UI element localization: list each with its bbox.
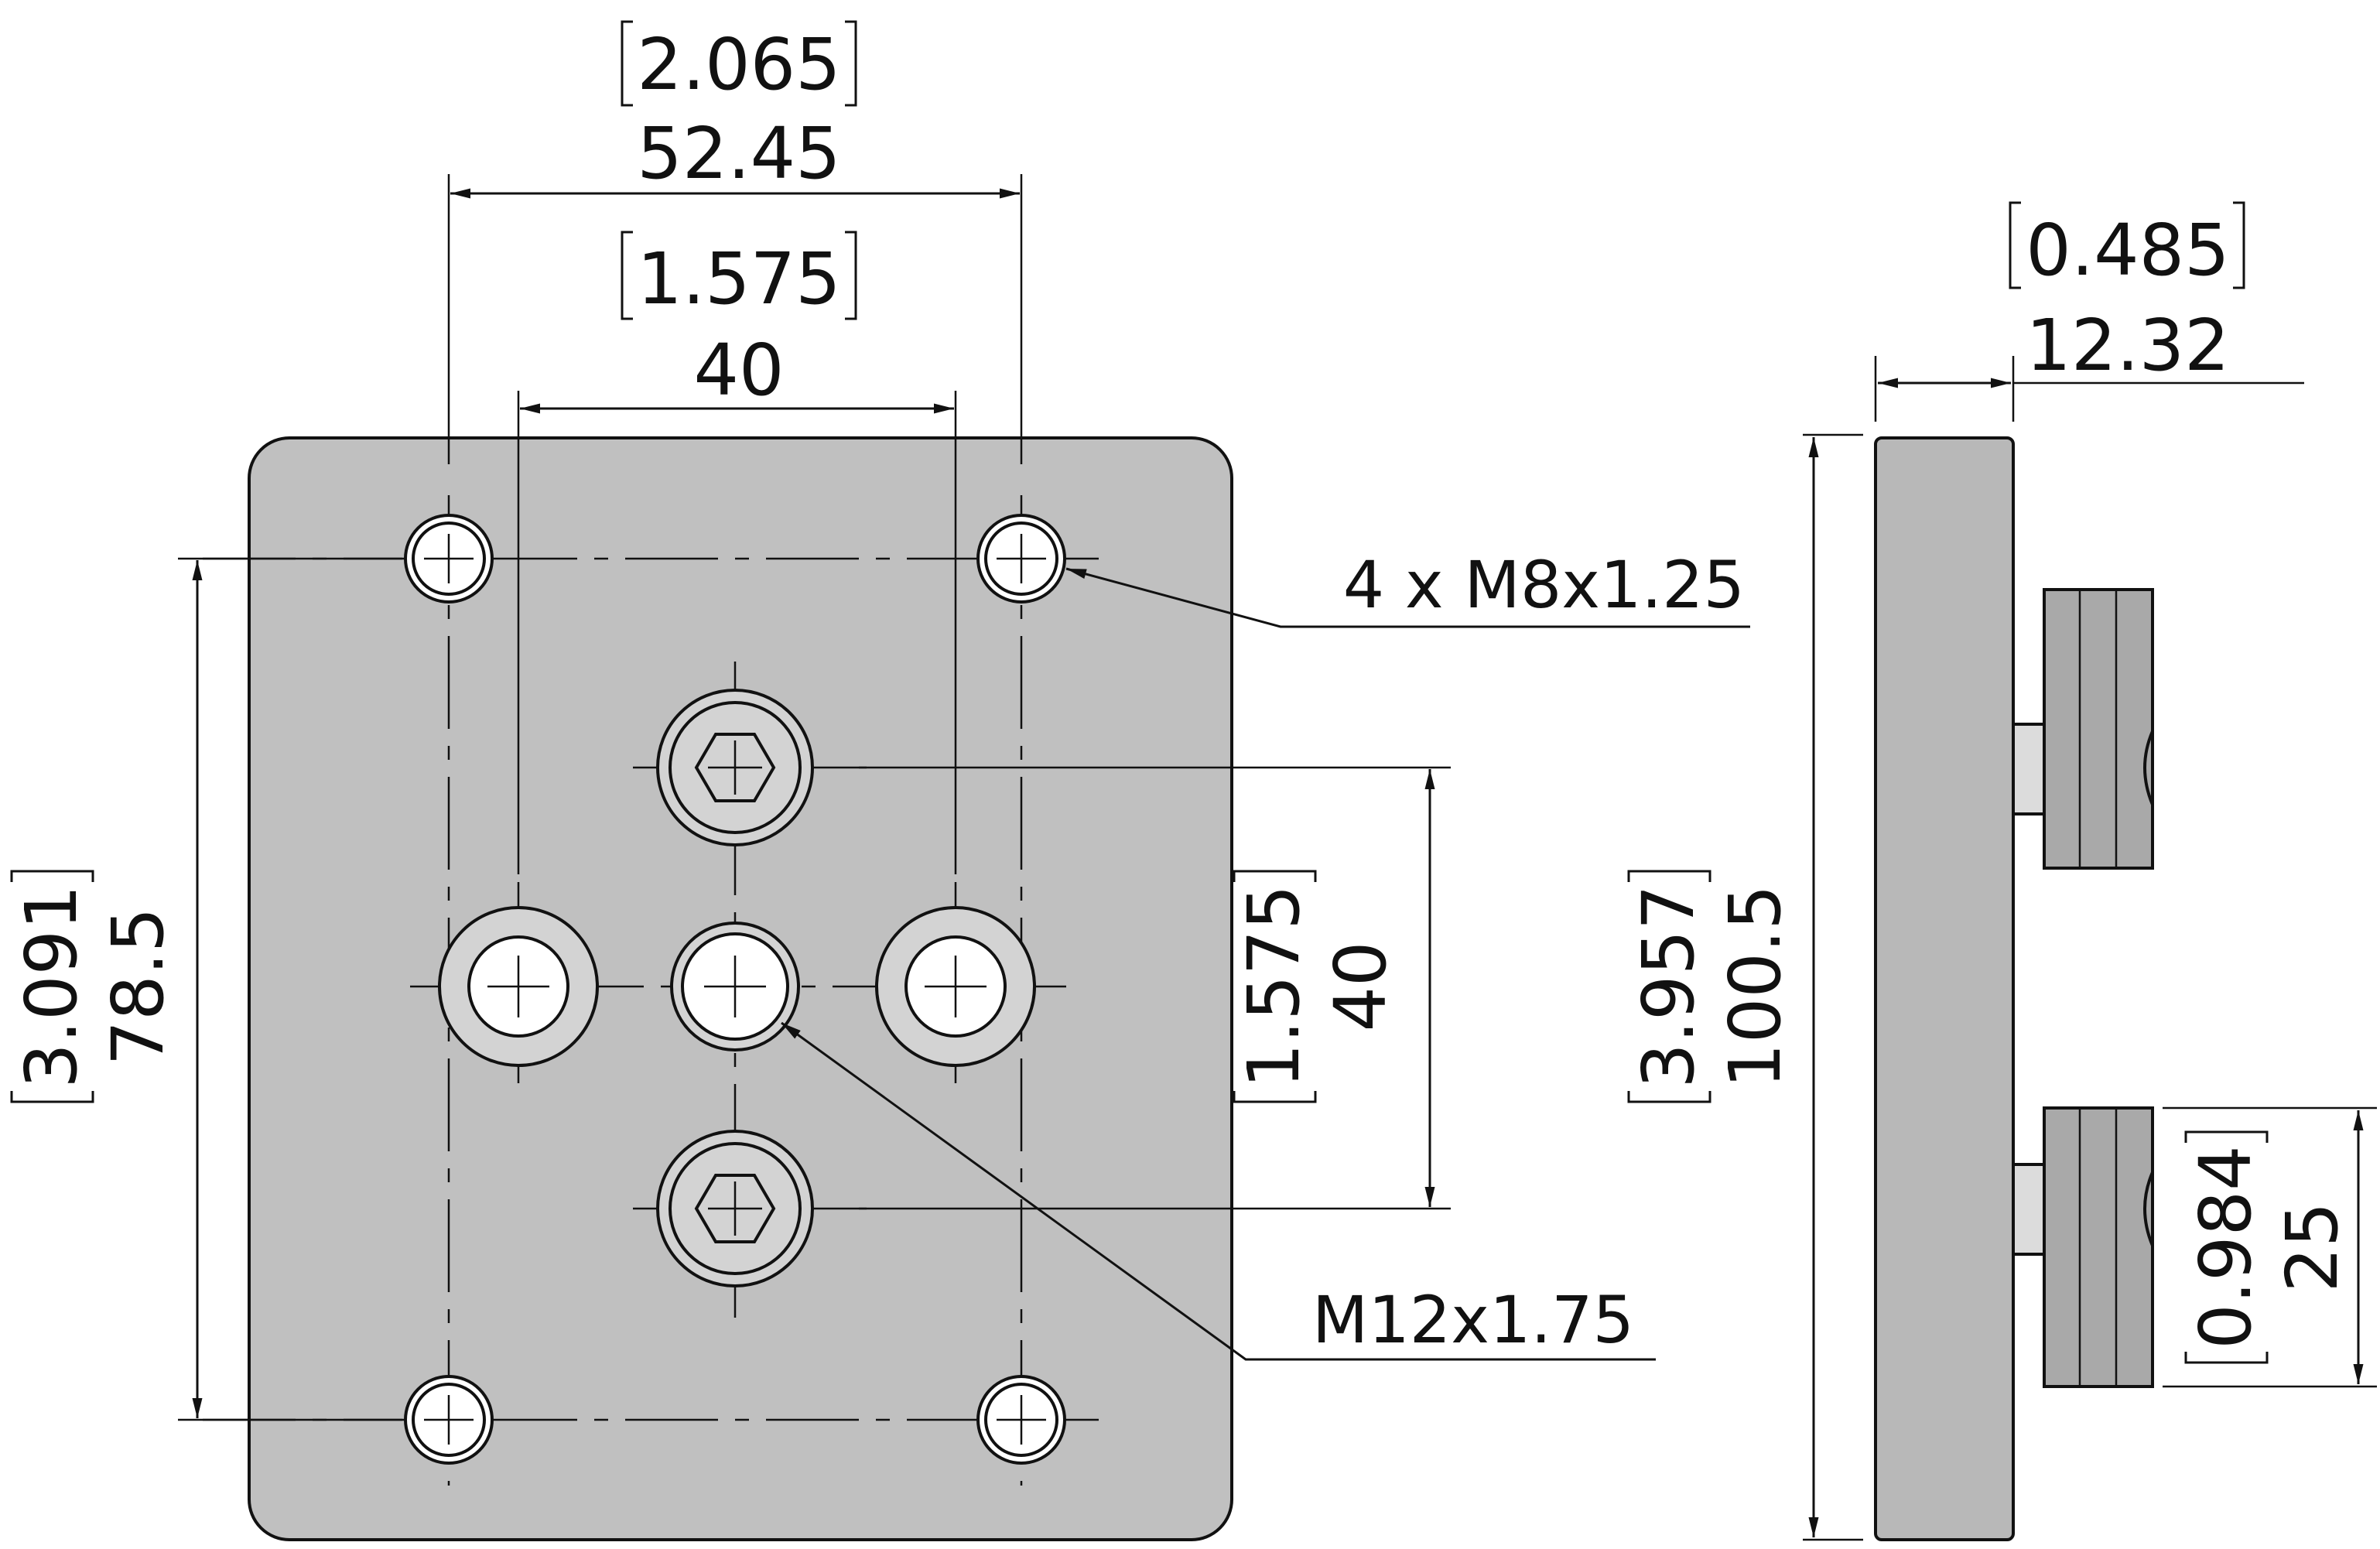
dim-vertical-mm: 78.5 xyxy=(97,908,180,1066)
dim-height-mm: 100.5 xyxy=(1714,884,1797,1088)
socket-bolt-top xyxy=(656,689,814,846)
dim-thickness-inch: 0.485 xyxy=(2026,209,2229,292)
counterbore-hole-right xyxy=(875,906,1036,1067)
crosshair-icon xyxy=(487,956,549,1017)
dim-plate-thickness: 0.485 12.32 xyxy=(2009,201,2245,387)
socket-bolt-bottom xyxy=(656,1130,814,1287)
dim-plate-height: 3.957 100.5 xyxy=(1627,870,1797,1103)
side-view xyxy=(1803,356,2377,1541)
extension-lines xyxy=(178,174,1451,1421)
dim-block-inch: 0.984 xyxy=(2184,1145,2267,1349)
dim-center-vertical-spacing: 1.575 40 xyxy=(1233,870,1402,1103)
callout-corner-holes: 4 x M8x1.25 xyxy=(1343,547,1745,623)
mount-block-bottom xyxy=(2012,1106,2154,1388)
m12-center-hole xyxy=(670,922,800,1051)
dim-outer-inch: 2.065 xyxy=(637,23,840,106)
dim-inner-hole-spacing: 1.575 40 xyxy=(621,231,857,412)
dim-vertical-inch: 3.091 xyxy=(10,884,93,1088)
dim-thickness-mm: 12.32 xyxy=(2026,304,2229,387)
dim-block-mm: 25 xyxy=(2271,1202,2354,1292)
callout-center-hole: M12x1.75 xyxy=(1312,1282,1634,1358)
dimension-lines xyxy=(192,188,1435,1418)
dim-inner-mm: 40 xyxy=(693,329,784,412)
mount-block-top xyxy=(2012,588,2154,870)
crosshair-icon xyxy=(925,956,987,1017)
front-view xyxy=(178,174,1750,1541)
m8-hole-top-right xyxy=(976,514,1066,604)
crosshair-icon xyxy=(708,1181,762,1236)
crosshair-icon xyxy=(704,956,766,1017)
dim-block-height: 0.984 25 xyxy=(2184,1130,2354,1364)
crosshair-icon xyxy=(997,534,1046,583)
dim-center-mm: 40 xyxy=(1319,941,1402,1031)
crosshair-icon xyxy=(997,1395,1046,1445)
dim-height-inch: 3.957 xyxy=(1627,884,1710,1088)
dim-vertical-bolt-spacing: 3.091 78.5 xyxy=(10,870,180,1103)
dim-inner-inch: 1.575 xyxy=(637,238,840,320)
m8-hole-bottom-right xyxy=(976,1375,1066,1465)
dimension-labels: 2.065 52.45 1.575 40 3.091 78.5 1.575 40 xyxy=(10,20,2354,1364)
crosshair-icon xyxy=(424,1395,474,1445)
m8-hole-bottom-left xyxy=(404,1375,494,1465)
dim-outer-bolt-spacing: 2.065 52.45 xyxy=(621,20,857,195)
dim-center-inch: 1.575 xyxy=(1233,884,1315,1088)
dim-outer-mm: 52.45 xyxy=(637,112,840,195)
crosshair-icon xyxy=(424,534,474,583)
leader-lines xyxy=(781,567,1750,1361)
crosshair-icon xyxy=(708,740,762,795)
side-plate xyxy=(1874,436,2015,1541)
m8-hole-top-left xyxy=(404,514,494,604)
counterbore-hole-left xyxy=(438,906,599,1067)
